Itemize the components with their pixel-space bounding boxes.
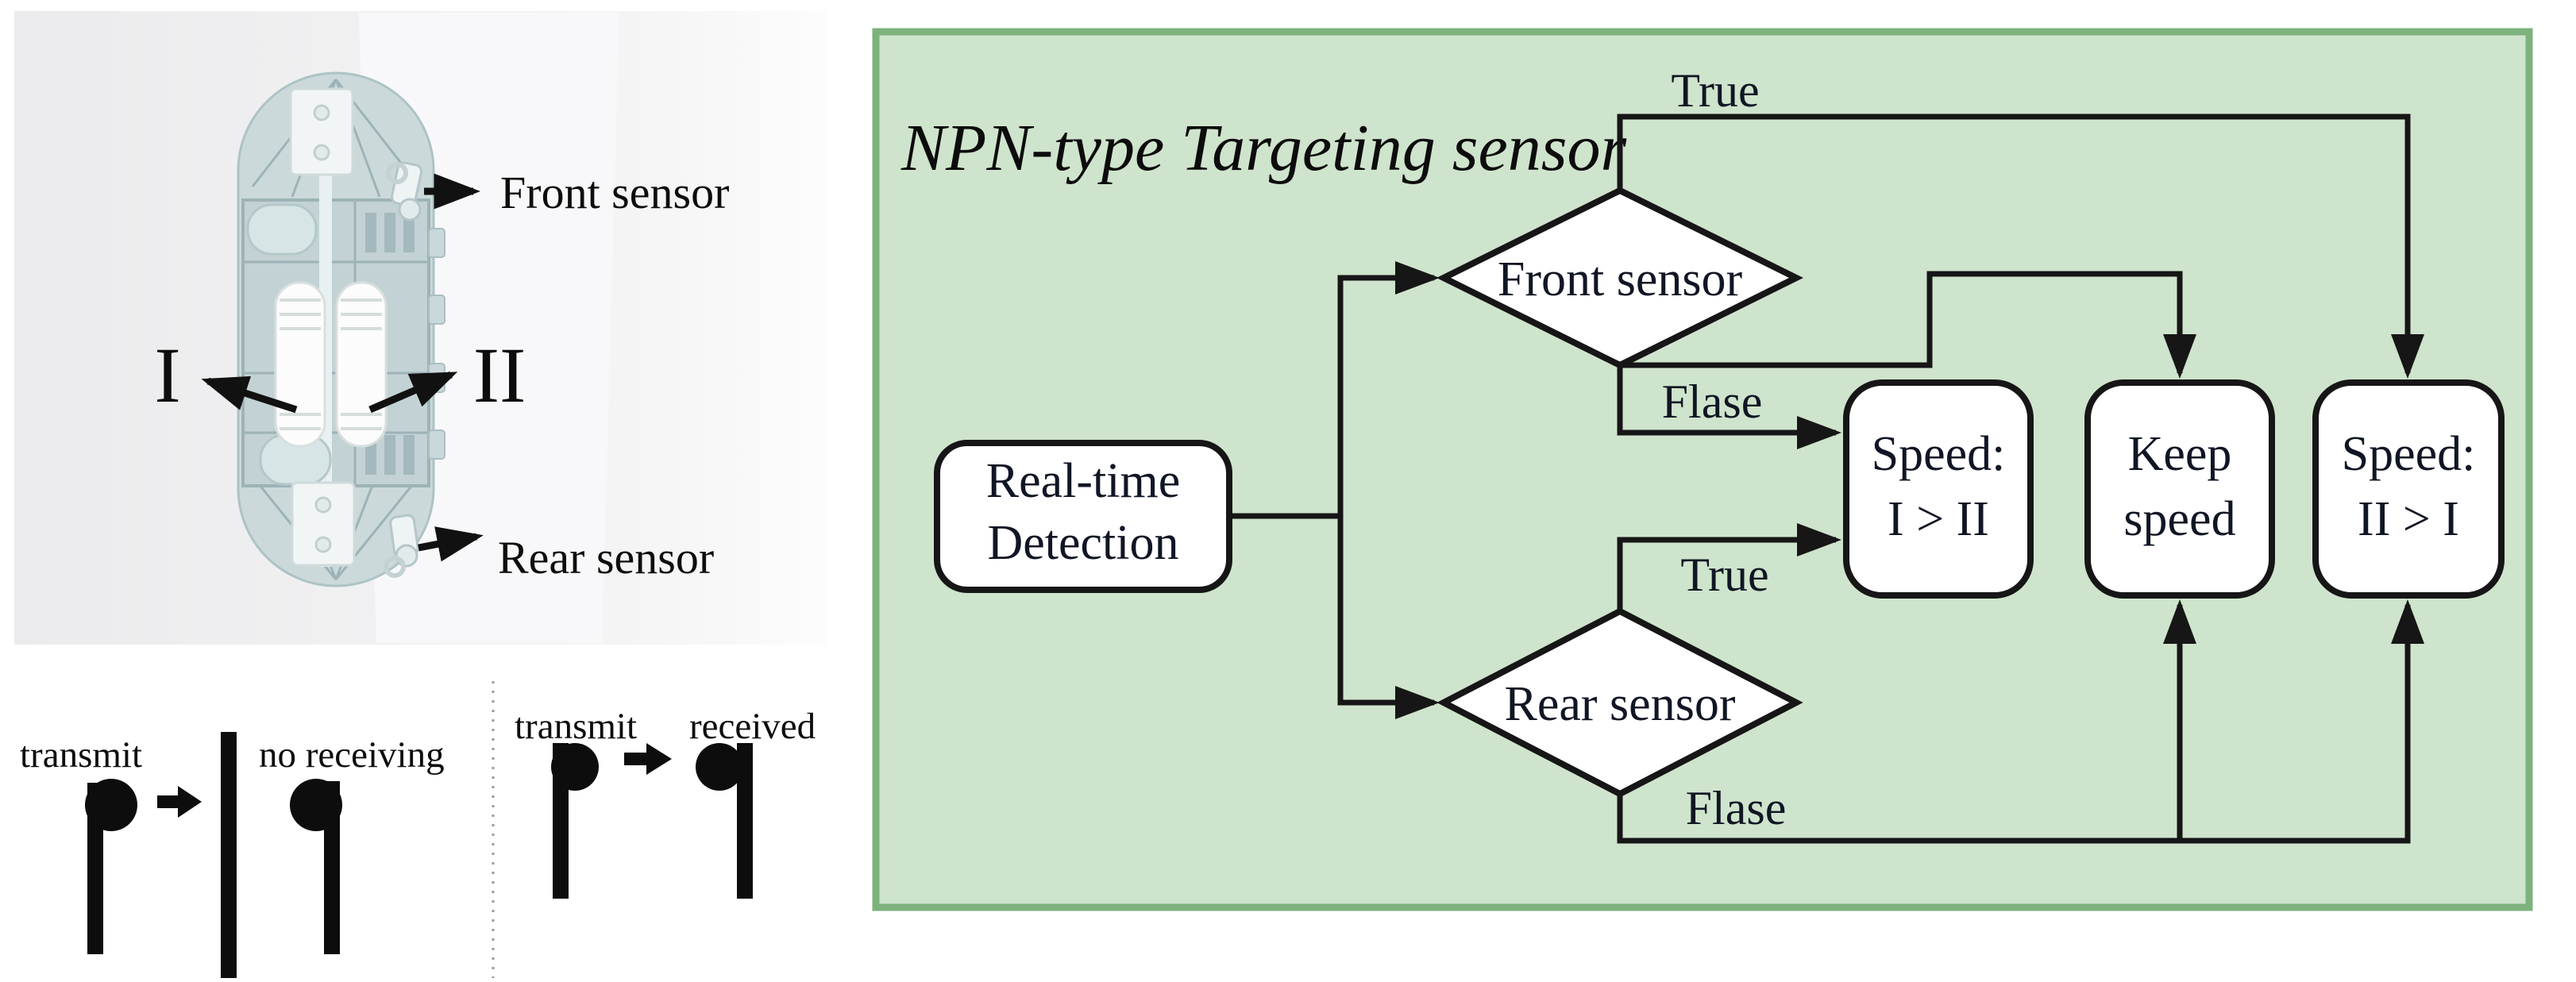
transmit-label: transmit <box>20 734 142 776</box>
wheel-i-label: I <box>154 331 180 419</box>
rear-decision-label: Rear sensor <box>1505 677 1736 731</box>
signal-arrow-icon <box>157 786 202 818</box>
signal-case-blocked: transmit no receiving <box>20 732 445 978</box>
wheel-i-arrow <box>201 375 298 414</box>
connector-front-true <box>1617 114 2424 379</box>
keep-speed-line2: speed <box>2123 492 2235 546</box>
wheel-ii <box>335 281 388 448</box>
front-decision-label: Front sensor <box>1498 252 1743 306</box>
flowchart-panel: NPN-type Targeting sensor True Flase Tru… <box>872 28 2533 911</box>
keep-speed-line1: Keep <box>2128 427 2232 481</box>
connector-to-front-decision <box>1337 261 1440 516</box>
start-box-line1: Real-time <box>986 454 1180 508</box>
speed-front-box <box>1843 379 2034 599</box>
start-box <box>934 440 1232 593</box>
signal-arrow-icon <box>624 743 672 775</box>
node-front-sensor-decision: Front sensor <box>1436 187 1804 369</box>
node-speed-ii-gt-i: Speed: II > I <box>2312 379 2505 599</box>
side-tabs <box>428 228 445 460</box>
capsule-robot <box>237 71 445 587</box>
front-sensor-clip <box>386 161 423 221</box>
node-keep-speed: Keep speed <box>2084 379 2275 599</box>
connector-rear-true <box>1617 523 1841 613</box>
rear-decision-diamond <box>1436 607 1803 798</box>
connector-front-false <box>1617 364 1841 449</box>
wheel-ii-label: II <box>473 331 526 419</box>
front-sensor-label: Front sensor <box>500 167 729 218</box>
speed-front-line2: I > II <box>1888 492 1989 546</box>
transmit-label: transmit <box>515 706 637 747</box>
node-speed-i-gt-ii: Speed: I > II <box>1843 379 2034 599</box>
wheel-ii-arrow <box>368 371 458 414</box>
keep-speed-box <box>2084 379 2275 599</box>
front-decision-diamond <box>1436 187 1804 369</box>
mount-plate-rear <box>291 481 356 567</box>
connector-rear-false <box>1617 599 2424 844</box>
rear-sensor-arrow <box>418 526 484 562</box>
no-receiving-label: no receiving <box>259 734 445 776</box>
wall-icon <box>221 732 237 978</box>
node-rear-sensor-decision: Rear sensor <box>1436 607 1803 798</box>
start-box-line2: Detection <box>987 516 1178 570</box>
connector-to-rear-decision <box>1337 516 1440 719</box>
rear-true-label: True <box>1680 549 1768 601</box>
mount-plate-front <box>289 87 354 176</box>
speed-front-line1: Speed: <box>1872 427 2006 481</box>
rear-sensor-clip <box>384 514 419 578</box>
speed-rear-box <box>2312 379 2505 599</box>
vent-slots <box>365 213 415 475</box>
motor-front <box>246 203 318 256</box>
transmitter-icon <box>85 779 137 954</box>
panel-border <box>872 28 2533 911</box>
received-label: received <box>689 706 816 747</box>
rear-sensor-label: Rear sensor <box>498 532 714 583</box>
flowchart-title: NPN-type Targeting sensor <box>900 111 1626 185</box>
speed-rear-line1: Speed: <box>2342 427 2476 481</box>
rear-false-label: Flase <box>1686 782 1787 834</box>
node-real-time-detection: Real-time Detection <box>934 440 1232 593</box>
wheel-i <box>274 281 326 448</box>
transmitter-icon <box>551 743 599 899</box>
connector-front-to-keep <box>1622 271 2196 379</box>
robot-photo-figure: Front sensor I II Rear sensor <box>14 11 826 645</box>
front-true-label: True <box>1671 64 1759 117</box>
signal-figure: transmit no receiving transmit <box>20 681 816 978</box>
signal-case-received: transmit received <box>515 706 816 899</box>
receiver-icon <box>696 743 753 899</box>
speed-rear-line2: II > I <box>2358 492 2459 546</box>
front-false-label: Flase <box>1662 375 1763 428</box>
receiver-icon <box>290 779 342 954</box>
